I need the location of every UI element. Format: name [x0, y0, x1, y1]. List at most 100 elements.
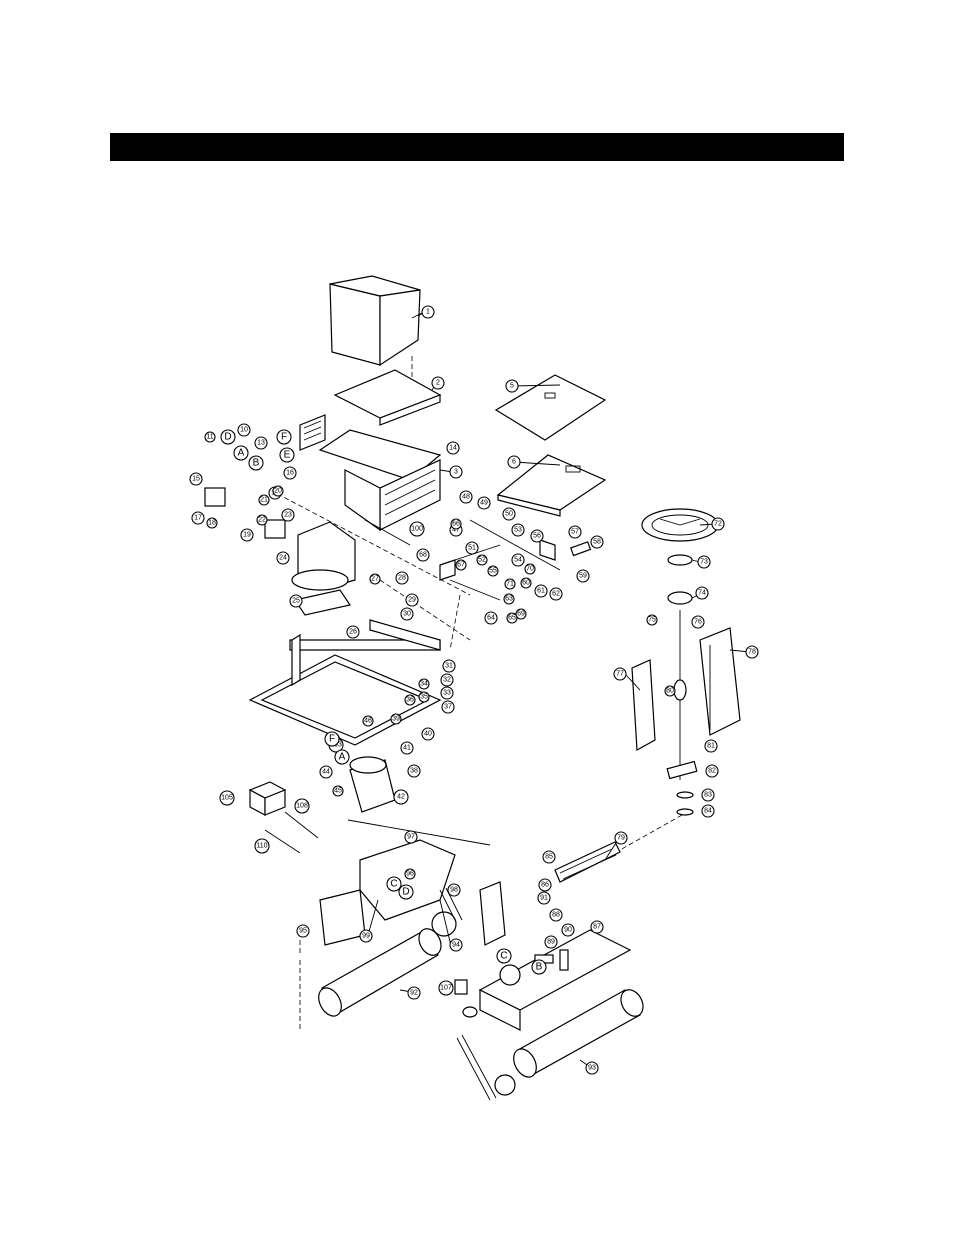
marker-B: B [248, 455, 264, 471]
svg-text:22: 22 [258, 517, 266, 524]
svg-text:108: 108 [296, 803, 308, 810]
callout-84: 84 [701, 804, 715, 818]
svg-text:60: 60 [522, 580, 530, 587]
svg-text:5: 5 [510, 383, 514, 390]
svg-text:B: B [253, 458, 260, 469]
callout-51: 51 [465, 541, 479, 555]
callout-24: 24 [276, 551, 290, 565]
callout-79: 79 [614, 831, 628, 845]
callout-73: 73 [697, 555, 711, 569]
callout-59: 59 [576, 569, 590, 583]
callout-89: 89 [544, 935, 558, 949]
callout-15: 15 [189, 472, 203, 486]
svg-text:25: 25 [292, 598, 300, 605]
callout-85: 85 [542, 850, 556, 864]
svg-text:74: 74 [698, 590, 706, 597]
callout-78: 78 [745, 645, 759, 659]
small-shield-part [299, 414, 326, 451]
steering-hub-part [667, 554, 693, 566]
svg-text:44: 44 [322, 769, 330, 776]
pedal-part [570, 541, 592, 557]
svg-text:72: 72 [714, 521, 722, 528]
svg-text:42: 42 [397, 794, 405, 801]
svg-text:18: 18 [208, 520, 216, 527]
callout-95: 95 [296, 924, 310, 938]
callout-33: 33 [440, 686, 454, 700]
callout-110: 110 [254, 838, 270, 854]
svg-text:59: 59 [579, 573, 587, 580]
callout-50: 50 [502, 507, 516, 521]
callout-6: 6 [507, 455, 521, 469]
callout-29: 29 [405, 593, 419, 607]
callout-19: 19 [240, 528, 254, 542]
callout-5: 5 [505, 379, 519, 393]
svg-text:36: 36 [406, 697, 414, 704]
svg-text:88: 88 [552, 912, 560, 919]
svg-text:6: 6 [512, 459, 516, 466]
svg-text:C: C [500, 951, 507, 962]
svg-text:28: 28 [398, 575, 406, 582]
svg-text:77: 77 [616, 671, 624, 678]
svg-text:110: 110 [256, 843, 267, 850]
roller-chain-right [456, 1034, 497, 1101]
svg-text:96: 96 [406, 871, 414, 878]
svg-text:2: 2 [436, 380, 440, 387]
column-cover-right [699, 627, 741, 736]
svg-text:58: 58 [593, 539, 601, 546]
svg-text:A: A [238, 448, 245, 459]
svg-text:E: E [284, 450, 291, 461]
svg-text:48: 48 [462, 494, 470, 501]
seat-plate-part [333, 369, 442, 426]
svg-text:73: 73 [700, 559, 708, 566]
callout-53: 53 [511, 523, 525, 537]
callout-14: 14 [446, 441, 460, 455]
marker-F: F [276, 429, 292, 445]
svg-text:26: 26 [349, 629, 357, 636]
svg-text:68: 68 [419, 552, 427, 559]
svg-text:38: 38 [410, 768, 418, 775]
svg-text:75: 75 [648, 617, 656, 624]
svg-text:92: 92 [410, 990, 418, 997]
callout-62: 62 [549, 587, 563, 601]
svg-text:83: 83 [704, 792, 712, 799]
svg-text:B: B [536, 962, 543, 973]
callout-26: 26 [346, 625, 360, 639]
marker-B-2: B [531, 959, 547, 975]
floor-panel-upper [494, 374, 607, 441]
battery-part [248, 781, 287, 816]
callout-94: 94 [449, 938, 463, 952]
roller-drum-right [513, 989, 644, 1078]
steering-bracket-plate [666, 760, 698, 780]
callout-31: 31 [442, 659, 456, 673]
callout-67: 67 [455, 559, 467, 571]
svg-text:70: 70 [526, 566, 534, 573]
engine-part [291, 521, 356, 591]
svg-text:30: 30 [403, 611, 411, 618]
callout-55: 55 [487, 565, 499, 577]
svg-text:34: 34 [420, 681, 428, 688]
svg-text:40: 40 [424, 731, 432, 738]
drive-block-right [478, 929, 632, 1031]
callout-38: 38 [407, 764, 421, 778]
callout-86: 86 [538, 878, 552, 892]
svg-text:50: 50 [505, 511, 513, 518]
svg-text:51: 51 [468, 545, 476, 552]
svg-text:11: 11 [206, 434, 213, 441]
assembly-guide-lines [269, 489, 471, 955]
svg-text:47: 47 [452, 527, 460, 534]
clip-107 [454, 979, 468, 995]
marker-C: C [496, 948, 512, 964]
callout-92: 92 [407, 986, 421, 1000]
callout-16: 16 [283, 466, 297, 480]
callout-30: 30 [400, 607, 414, 621]
callout-91: 91 [537, 891, 551, 905]
callout-108: 108 [294, 798, 310, 814]
svg-text:52: 52 [478, 557, 486, 564]
callout-21: 21 [258, 494, 270, 506]
bracket-block-part [204, 487, 226, 507]
callout-90: 90 [561, 923, 575, 937]
svg-text:71: 71 [506, 581, 514, 588]
callout-44: 44 [319, 765, 333, 779]
callout-13: 13 [254, 436, 268, 450]
svg-text:20: 20 [274, 488, 282, 495]
